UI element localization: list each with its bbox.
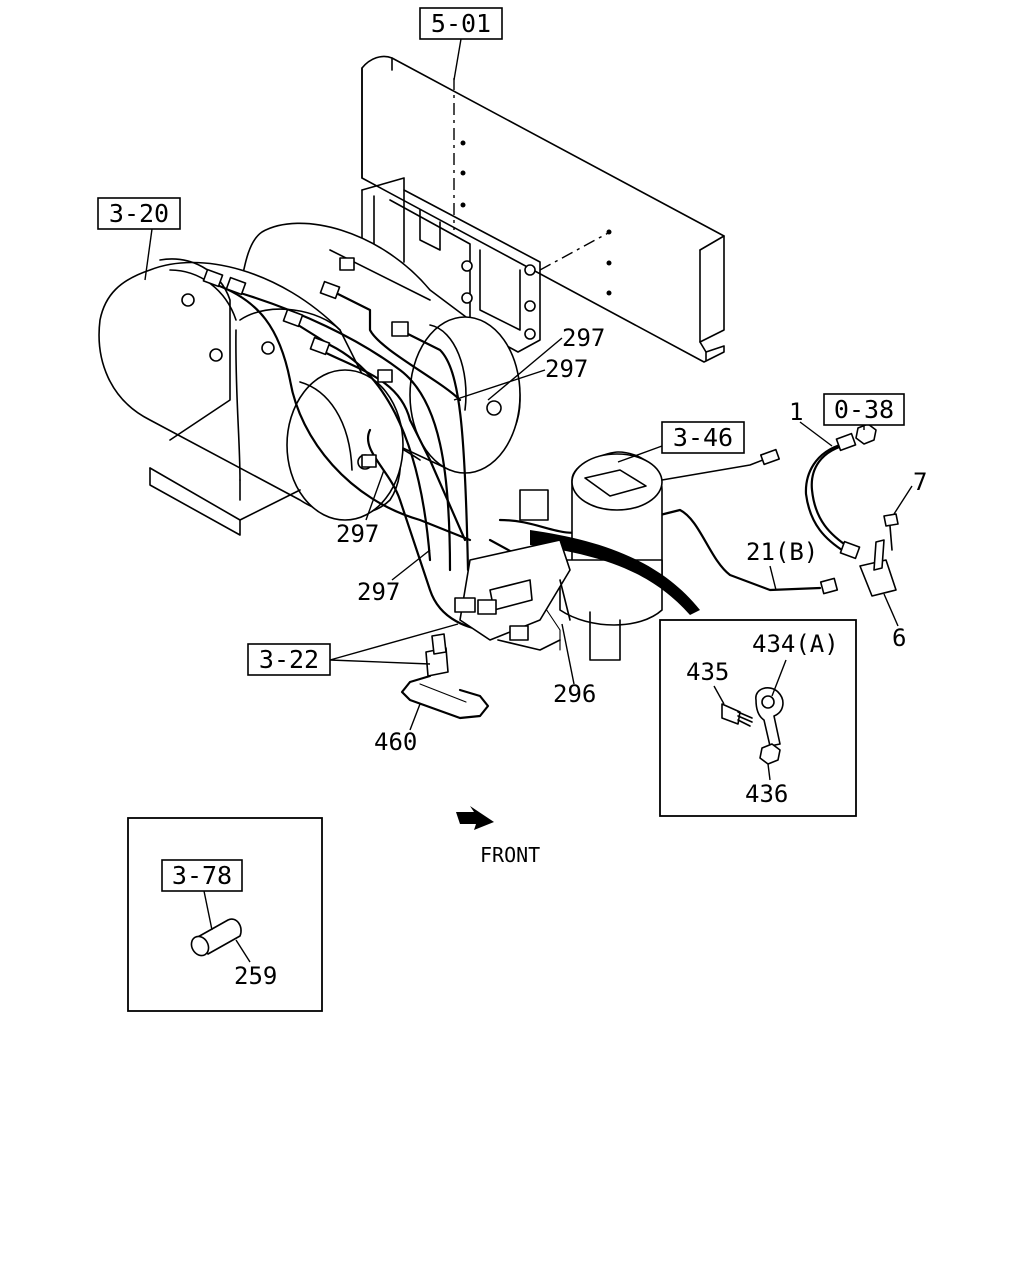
ref-box-5-01: 5-01 (419, 7, 503, 81)
hose-1 (804, 423, 877, 560)
ref-5-01-text: 5-01 (431, 9, 491, 38)
ref-box-3-20: 3-20 (97, 197, 181, 281)
tee-fitting (819, 513, 899, 597)
ref-3-46-text: 3-46 (673, 423, 733, 452)
callout-7: 7 (913, 468, 927, 496)
frame-rail (361, 55, 725, 363)
ref-0-38-text: 0-38 (834, 395, 894, 424)
tank-bracket (361, 177, 541, 353)
callout-436: 436 (745, 780, 788, 808)
callout-297-d: 297 (357, 578, 400, 606)
ref-box-0-38: 0-38 (823, 393, 905, 430)
ref-3-22-text: 3-22 (259, 645, 319, 674)
callouts: 297 297 297 297 1 7 6 21(B) 296 460 434(… (234, 324, 927, 990)
ref-3-78-text: 3-78 (172, 861, 232, 890)
callout-297-c: 297 (336, 520, 379, 548)
valve-block (425, 539, 571, 677)
ref-box-3-46: 3-46 (617, 421, 745, 463)
air-dryer (519, 448, 781, 661)
pipe-259 (190, 918, 242, 957)
callout-434a: 434(A) (752, 630, 839, 658)
inset-panel-pipe (127, 817, 323, 1012)
callout-21b: 21(B) (746, 538, 818, 566)
callout-435: 435 (686, 658, 729, 686)
callout-296: 296 (553, 680, 596, 708)
callout-460: 460 (374, 728, 417, 756)
clip-parts (721, 687, 784, 765)
pipe-460 (400, 674, 490, 720)
inset-panel-clip (659, 619, 857, 817)
front-label: FRONT (480, 843, 540, 867)
callout-1: 1 (789, 398, 803, 426)
callout-297-b: 297 (545, 355, 588, 383)
ref-3-20-text: 3-20 (109, 199, 169, 228)
pipe-fittings (202, 257, 409, 468)
callout-297-a: 297 (562, 324, 605, 352)
ref-box-3-78: 3-78 (161, 859, 243, 931)
callout-6: 6 (892, 624, 906, 652)
ref-box-3-22: 3-22 (247, 623, 459, 676)
front-arrow-icon (456, 806, 494, 830)
callout-259: 259 (234, 962, 277, 990)
